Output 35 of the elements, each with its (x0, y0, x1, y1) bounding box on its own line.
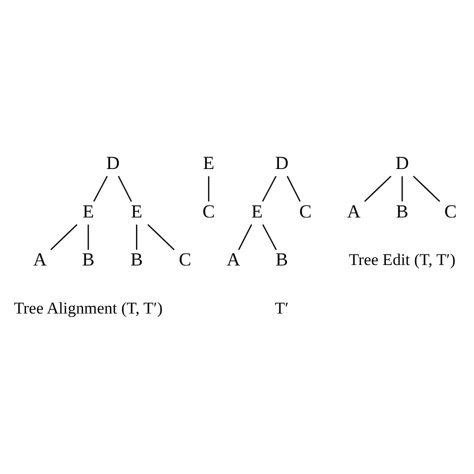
node-text: A (346, 201, 360, 222)
connector (208, 176, 209, 202)
node-text: B (130, 250, 142, 271)
connector (146, 224, 174, 250)
node-text: D (274, 152, 288, 174)
connector (117, 176, 132, 202)
connector (286, 176, 300, 202)
connector (401, 176, 402, 202)
node-text: E (130, 201, 142, 222)
node-text: E (202, 152, 214, 174)
node-text: C (178, 250, 191, 271)
node-text: C (444, 201, 456, 222)
connector (238, 224, 252, 250)
node-text: C (202, 201, 214, 222)
label: T′ (274, 298, 288, 318)
node-text: B (396, 201, 408, 222)
connector (136, 224, 137, 250)
connector (364, 176, 391, 202)
node-text: E (250, 201, 262, 222)
node-text: A (226, 250, 240, 271)
connector (262, 224, 276, 250)
node-text: B (275, 250, 288, 271)
node-text: B (82, 250, 94, 271)
connector (92, 176, 108, 202)
connector (412, 176, 440, 202)
label: Tree Alignment (T, T′) (13, 298, 162, 318)
node-text: A (32, 250, 46, 271)
connector (262, 176, 276, 202)
node-text: D (394, 152, 408, 174)
connector (50, 224, 77, 250)
connector (87, 224, 88, 250)
node-text: D (106, 152, 120, 174)
label: Tree Edit (T, T′) (348, 250, 455, 270)
node-text: E (82, 201, 94, 222)
node-text: C (298, 201, 312, 222)
